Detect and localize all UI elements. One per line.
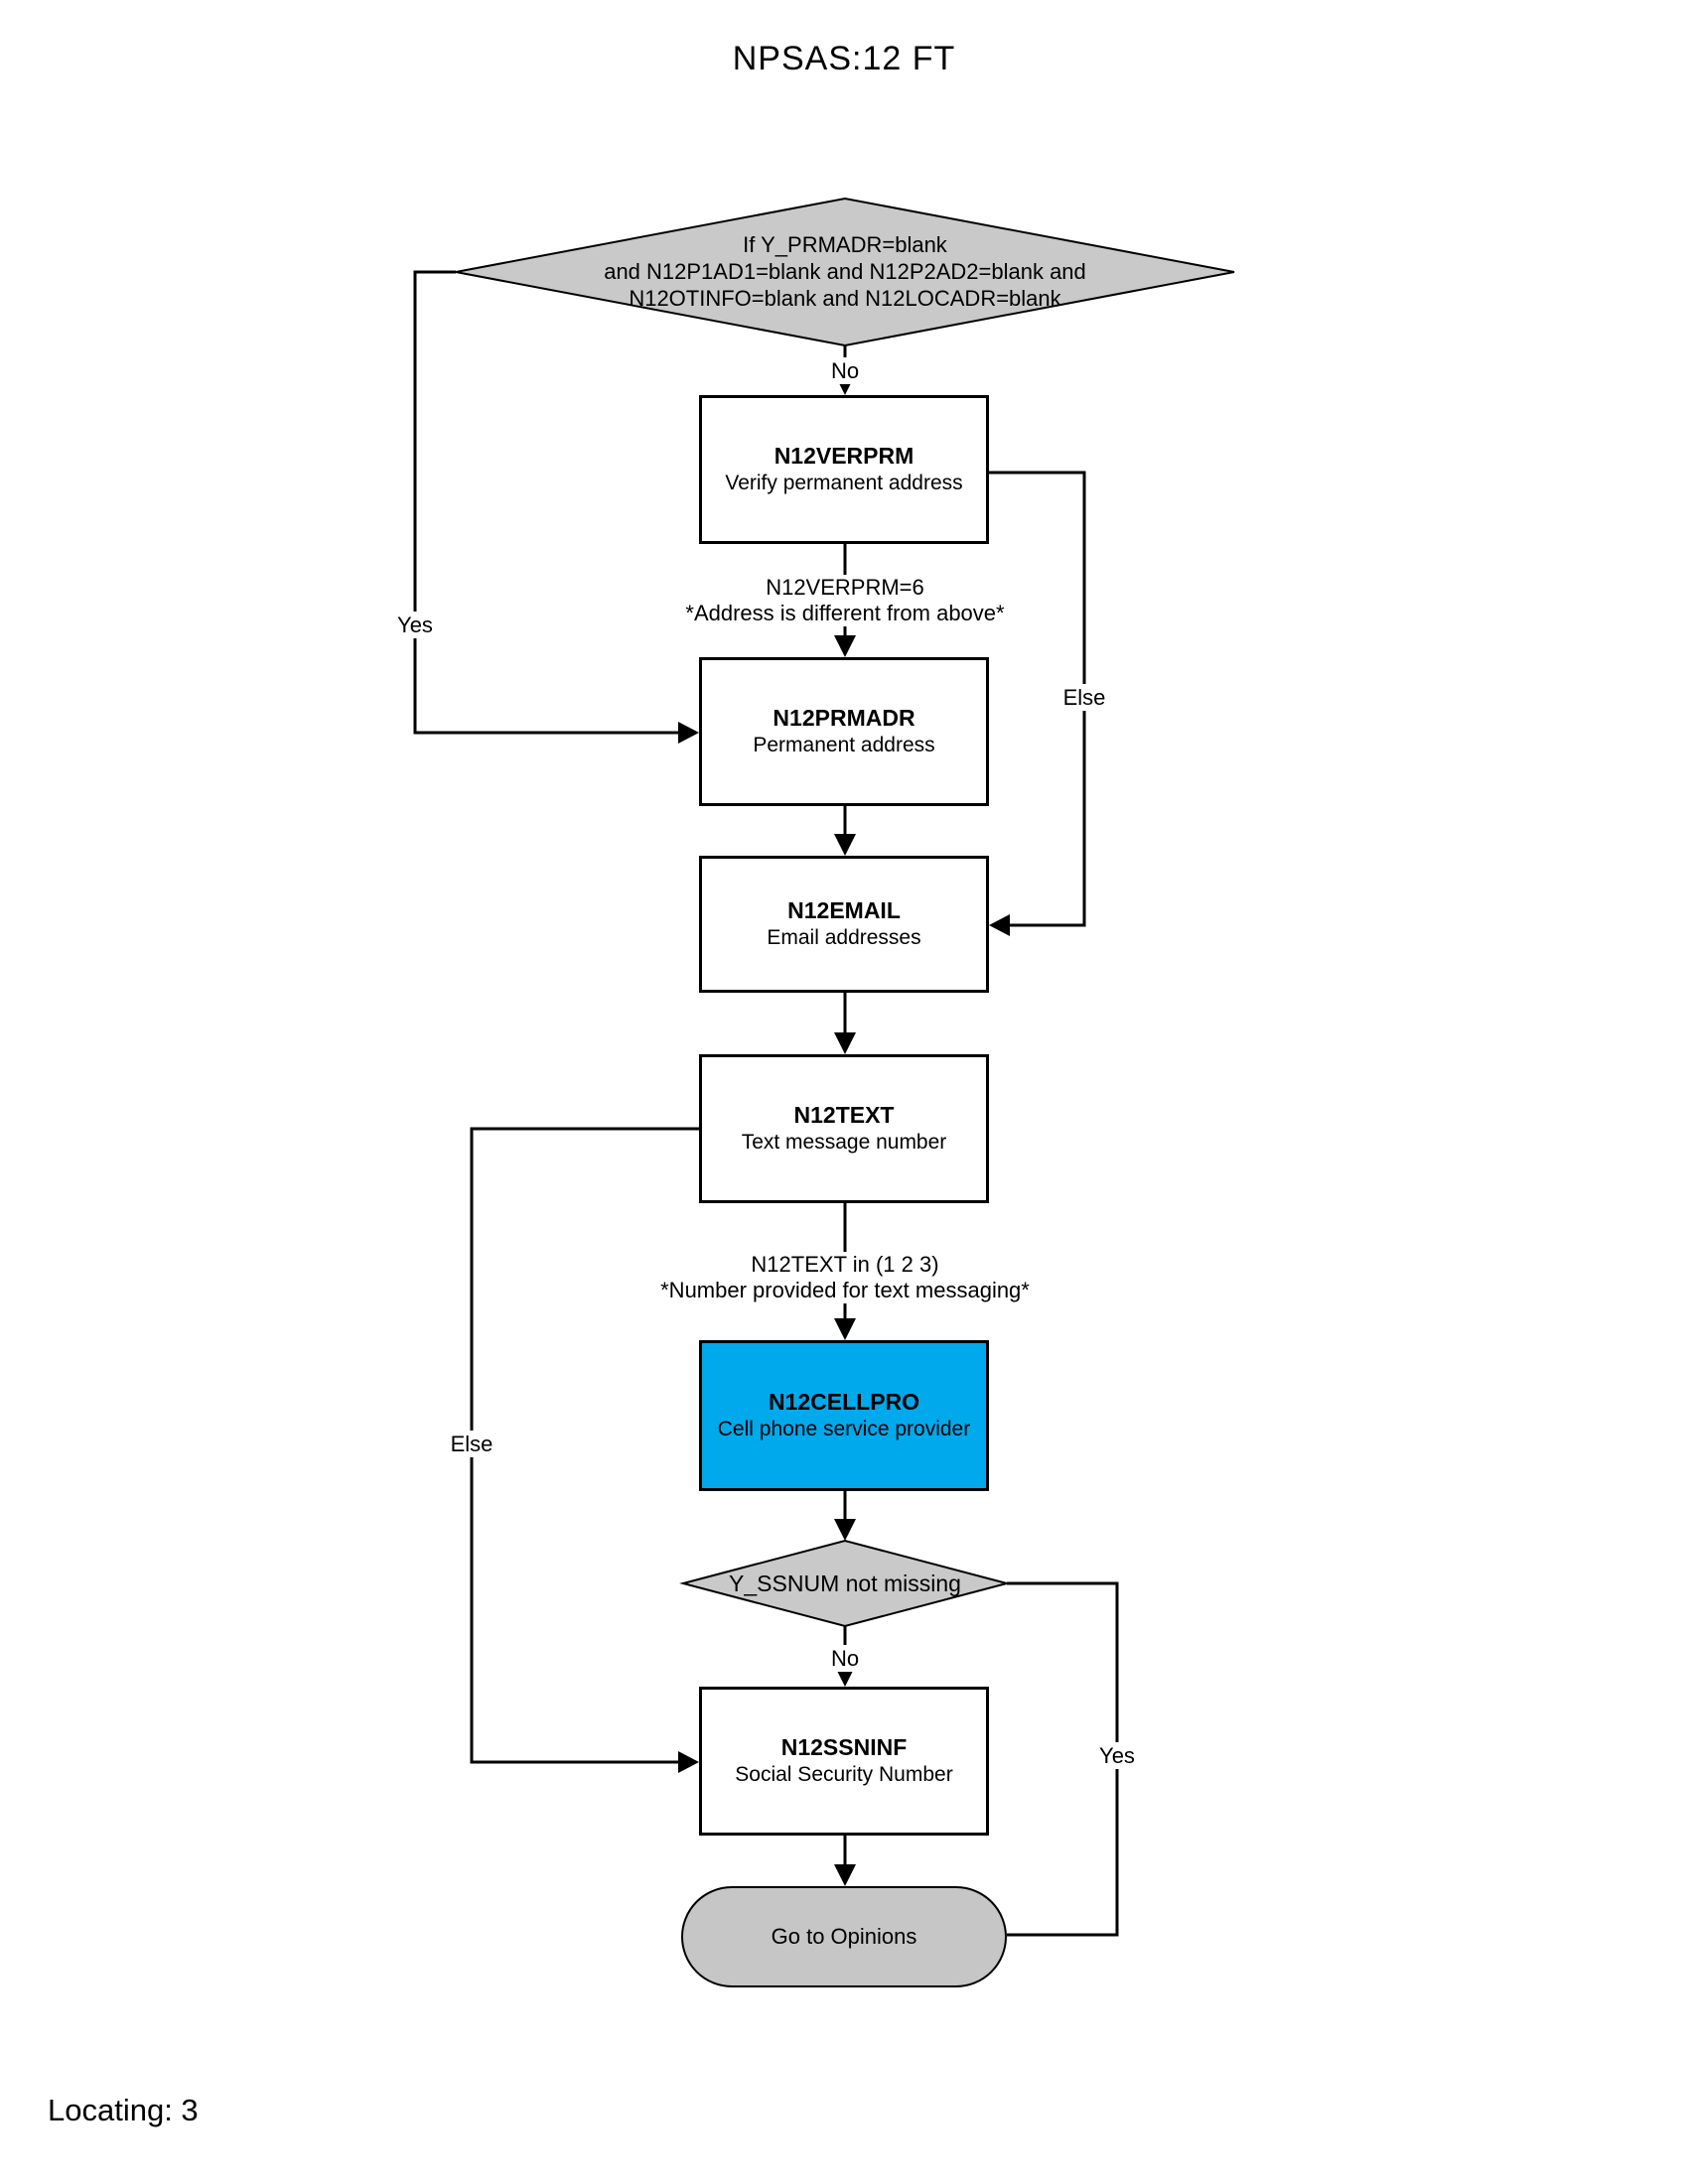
box-subtitle: Email addresses <box>767 926 921 949</box>
box-title: N12EMAIL <box>787 897 901 923</box>
decision-address-blank-text: If Y_PRMADR=blank and N12P1AD1=blank and… <box>604 232 1086 311</box>
arrowhead-into-cellpro <box>834 1318 856 1340</box>
arrowhead-into-prmadr <box>834 635 856 657</box>
box-subtitle: Verify permanent address <box>725 472 963 494</box>
box-title: N12VERPRM <box>774 443 914 469</box>
box-title: N12SSNINF <box>780 1734 908 1760</box>
arrowhead-into-text <box>834 1032 856 1054</box>
terminal-label: Go to Opinions <box>771 1924 917 1949</box>
page-title: NPSAS:12 FT <box>732 40 956 77</box>
arrowhead-into-email-right <box>989 914 1010 936</box>
edge-label-no-top: No <box>785 357 905 384</box>
footer-locating-label: Locating: 3 <box>48 2093 199 2127</box>
process-box-n12prmadr: N12PRMADR Permanent address <box>699 657 989 806</box>
decision-diamond-address-blank <box>455 197 1235 347</box>
box-title: N12PRMADR <box>773 705 915 731</box>
box-subtitle: Social Security Number <box>735 1763 953 1786</box>
box-title: N12CELLPRO <box>768 1389 920 1415</box>
terminal-go-to-opinions: Go to Opinions <box>681 1886 1007 1987</box>
edge-label-no-bottom: No <box>785 1645 905 1672</box>
edge-label-else-left: Else <box>412 1431 531 1457</box>
box-subtitle: Permanent address <box>753 734 935 756</box>
annotation-verprm-condition: N12VERPRM=6 *Address is different from a… <box>597 575 1093 626</box>
process-box-n12ssninf: N12SSNINF Social Security Number <box>699 1687 989 1836</box>
arrowhead-into-email <box>834 834 856 856</box>
process-box-n12text: N12TEXT Text message number <box>699 1054 989 1203</box>
edge-label-yes-right: Yes <box>1057 1742 1177 1769</box>
process-box-n12email: N12EMAIL Email addresses <box>699 856 989 993</box>
arrowhead-into-ssninf-left <box>678 1751 699 1773</box>
process-box-n12verprm: N12VERPRM Verify permanent address <box>699 395 989 544</box>
arrowhead-into-terminal <box>834 1864 856 1886</box>
box-subtitle: Cell phone service provider <box>717 1418 971 1440</box>
edge-yes-left <box>413 270 685 735</box>
edge-label-else-right: Else <box>1025 684 1144 711</box>
decision-diamond-ssnum <box>679 1539 1011 1628</box>
box-title: N12TEXT <box>793 1102 895 1128</box>
arrowhead-into-prmadr-left <box>678 722 699 744</box>
arrowhead-into-ssnum-diamond <box>834 1519 856 1541</box>
box-subtitle: Text message number <box>741 1131 947 1154</box>
decision-ssnum-text: Y_SSNUM not missing <box>729 1570 961 1596</box>
annotation-text-condition: N12TEXT in (1 2 3) *Number provided for … <box>597 1252 1093 1303</box>
process-box-n12cellpro: N12CELLPRO Cell phone service provider <box>699 1340 989 1491</box>
edge-label-yes-left: Yes <box>355 612 475 638</box>
